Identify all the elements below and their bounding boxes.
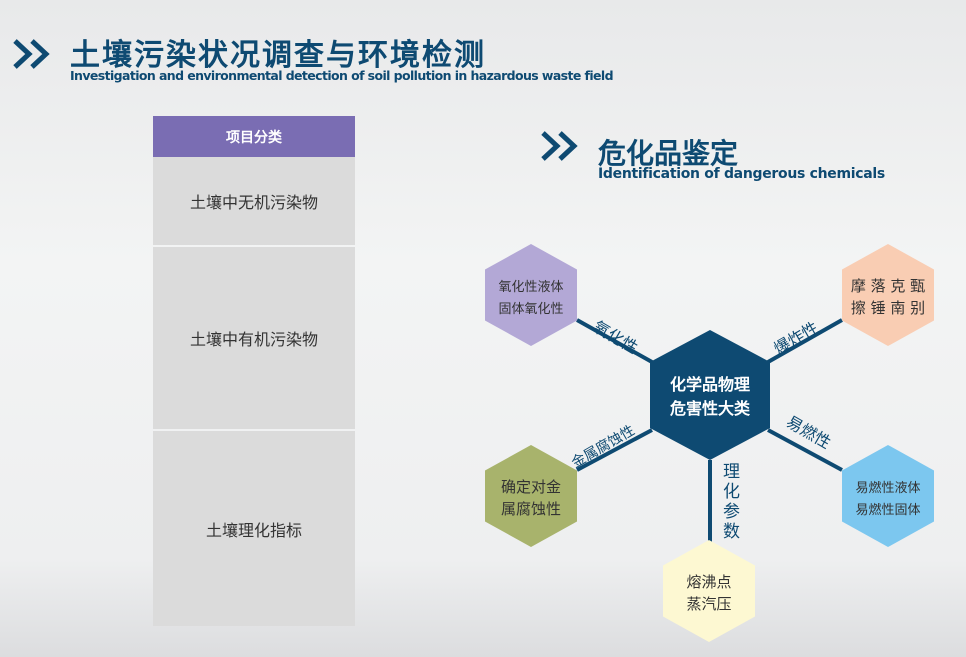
category-table: 项目分类 土壤中无机污染物 土壤中有机污染物 土壤理化指标 — [153, 116, 355, 628]
table-row: 土壤理化指标 — [153, 431, 355, 626]
node-corrosive-hexagon — [485, 445, 577, 547]
double-chevron-right-icon — [13, 39, 50, 69]
edge-line — [767, 428, 843, 472]
center-label: 危害性大类 — [670, 399, 751, 418]
page-subtitle: Investigation and environmental detectio… — [70, 68, 614, 83]
node-flammable-hexagon — [842, 445, 934, 547]
edge-label-explosive: 爆炸性 — [771, 318, 822, 358]
edge-label-flammable: 易燃性 — [783, 412, 834, 452]
table-header: 项目分类 — [153, 116, 355, 157]
node-flammable-label: 易燃性固体 — [855, 502, 920, 518]
node-oxidizing-label: 固体氧化性 — [498, 302, 563, 317]
node-physchem-label: 熔沸点 — [686, 573, 731, 591]
node-physchem-label: 蒸汽压 — [686, 595, 731, 613]
center-label: 化学品物理 — [670, 375, 750, 394]
table-row: 土壤中有机污染物 — [153, 247, 355, 429]
node-corrosive-label: 确定对金 — [501, 478, 561, 496]
section-title: 危化品鉴定 — [598, 137, 739, 170]
node-explosive-label: 擦 锤 南 别 — [851, 299, 925, 317]
node-explosive-label: 摩 落 克 甄 — [851, 277, 925, 295]
edge-label-physchem: 理化参数 — [719, 462, 739, 542]
table-row: 土壤中无机污染物 — [153, 157, 355, 245]
node-physchem-hexagon — [663, 540, 755, 642]
edge-line — [576, 318, 653, 364]
edge-line — [767, 318, 843, 364]
node-oxidizing-label: 氧化性液体 — [498, 280, 563, 295]
node-oxidizing-hexagon — [485, 244, 577, 346]
node-flammable-label: 易燃性液体 — [855, 480, 920, 496]
edge-label-corrosive: 金属腐蚀性 — [569, 422, 638, 472]
center-hexagon — [650, 330, 770, 460]
double-chevron-right-icon — [541, 131, 578, 161]
node-explosive-hexagon — [842, 244, 934, 346]
edge-line — [576, 428, 653, 472]
page-title: 土壤污染状况调查与环境检测 — [70, 38, 486, 73]
node-corrosive-label: 属腐蚀性 — [501, 500, 561, 518]
section-subtitle: Identification of dangerous chemicals — [598, 166, 885, 182]
edge-label-oxidizing: 氧化性 — [590, 317, 641, 357]
